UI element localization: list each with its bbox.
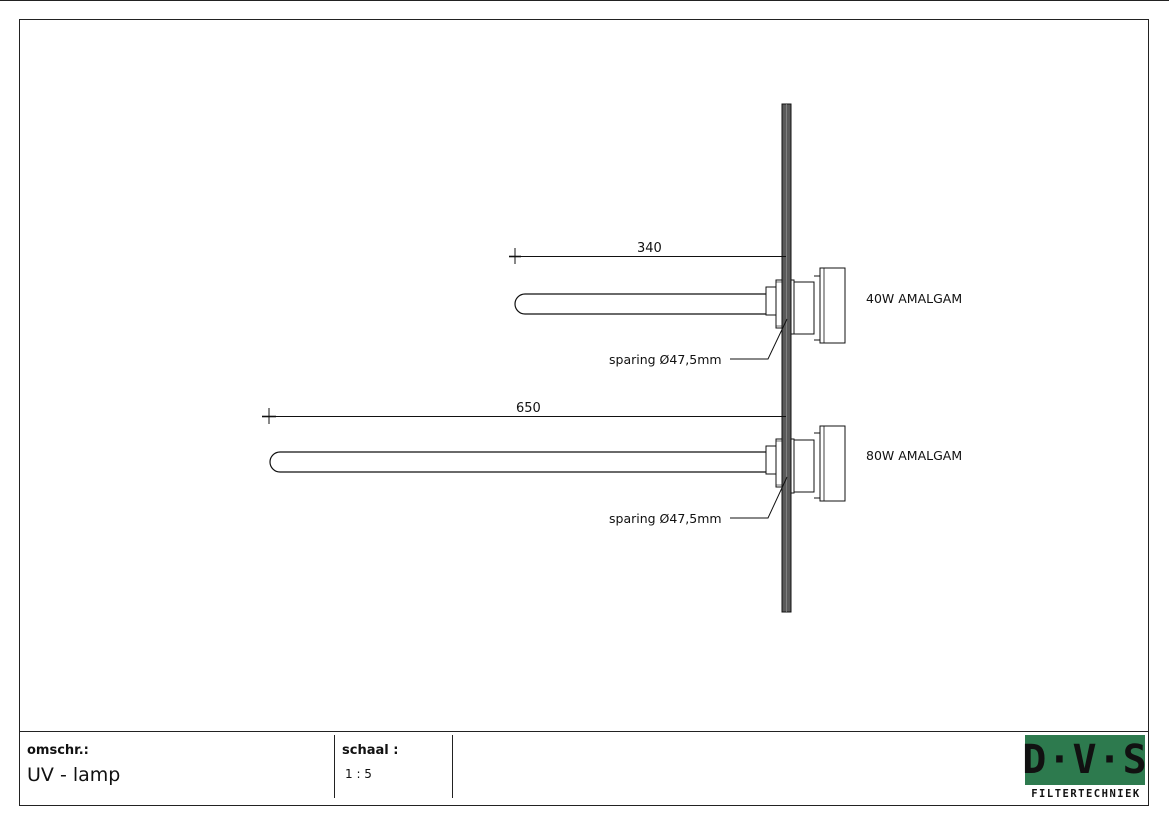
lamp-40w-drawing — [509, 248, 846, 360]
lamp-80w-type-label: 80W AMALGAM — [866, 448, 962, 463]
lamp-40w-recess-label: sparing Ø47,5mm — [609, 352, 722, 367]
scale-label: schaal : — [342, 743, 399, 758]
scale-value: 1 : 5 — [345, 767, 372, 781]
company-logo — [1025, 735, 1145, 785]
description-label: omschr.: — [27, 743, 89, 758]
lamp-40w-length-label: 340 — [637, 241, 662, 256]
description-value: UV - lamp — [27, 764, 121, 786]
company-logo-letters: D·V·S — [1022, 737, 1148, 783]
drawing-frame — [19, 19, 1149, 806]
company-logo-subtitle: FILTERTECHNIEK — [1031, 788, 1141, 800]
lamp-80w-length-label: 650 — [516, 401, 541, 416]
lamp-80w-recess-label: sparing Ø47,5mm — [609, 511, 722, 526]
wall-plate — [781, 103, 792, 613]
lamp-80w-drawing — [262, 408, 846, 519]
lamp-40w-type-label: 40W AMALGAM — [866, 291, 962, 306]
